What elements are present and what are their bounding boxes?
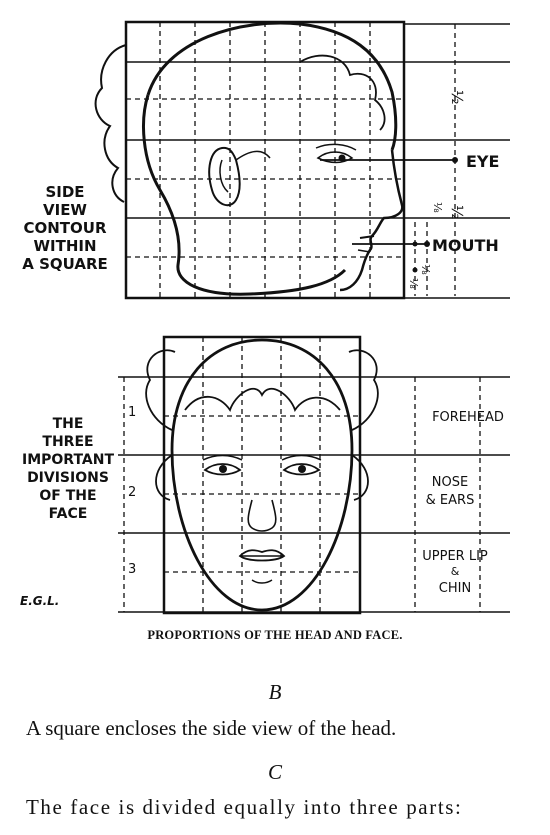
eye-label: EYE — [466, 152, 499, 171]
division-label-chin-line-2: & — [451, 565, 460, 578]
eighth-marker-1: ⅛ — [431, 202, 444, 213]
side-label-line-1: SIDE — [45, 183, 84, 201]
front-label-line-6: FACE — [49, 506, 88, 522]
front-label-line-1: THE — [53, 416, 84, 432]
artist-signature: E.G.L. — [20, 594, 59, 608]
mouth-label: MOUTH — [432, 236, 499, 255]
side-label-line-2: VIEW — [43, 201, 87, 219]
side-view-label: SIDE VIEW CONTOUR WITHIN A SQUARE — [22, 183, 108, 273]
side-label-line-5: A SQUARE — [22, 255, 108, 273]
front-label-line-2: THREE — [42, 434, 93, 450]
division-number-3: 3 — [128, 562, 136, 577]
half-marker-upper: ½ — [448, 90, 466, 105]
eighth-marker-2: ⅛ — [419, 264, 432, 275]
front-view-figure — [118, 335, 510, 615]
division-label-nose-line-1: NOSE — [432, 475, 468, 490]
eighth-marker-3: ⅛ — [407, 278, 420, 289]
division-label-chin-line-3: CHIN — [439, 581, 471, 596]
front-view-guides — [118, 376, 510, 613]
side-view-figure — [94, 20, 510, 300]
paragraph-c: The face is divided equally into three p… — [26, 795, 463, 819]
front-view-rectangle — [162, 335, 362, 615]
division-label-nose-line-2: & EARS — [426, 493, 475, 508]
side-label-line-4: WITHIN — [33, 237, 96, 255]
plate-letter-b: B — [268, 680, 282, 704]
paragraph-b: A square encloses the side view of the h… — [26, 716, 397, 740]
front-label-line-3: IMPORTANT — [22, 452, 114, 468]
head-proportions-illustration: SIDE VIEW CONTOUR WITHIN A SQUARE EYE MO… — [20, 20, 510, 615]
figure-caption: PROPORTIONS OF THE HEAD AND FACE. — [147, 628, 403, 642]
half-marker-lower: ½ — [448, 205, 466, 220]
side-view-guides — [126, 23, 510, 299]
division-label-chin-line-1: UPPER LIP — [422, 549, 488, 564]
face-oval — [170, 338, 354, 612]
division-number-1: 1 — [128, 405, 136, 420]
division-number-2: 2 — [128, 485, 136, 500]
side-view-grid — [126, 22, 456, 298]
front-view-grid — [123, 337, 481, 612]
front-label-line-4: DIVISIONS — [27, 470, 109, 486]
division-label-forehead: FOREHEAD — [432, 410, 504, 425]
plate-letter-c: C — [267, 760, 282, 784]
front-view-label: THE THREE IMPORTANT DIVISIONS OF THE FAC… — [22, 416, 114, 522]
side-label-line-3: CONTOUR — [23, 219, 106, 237]
front-label-line-5: OF THE — [39, 488, 96, 504]
